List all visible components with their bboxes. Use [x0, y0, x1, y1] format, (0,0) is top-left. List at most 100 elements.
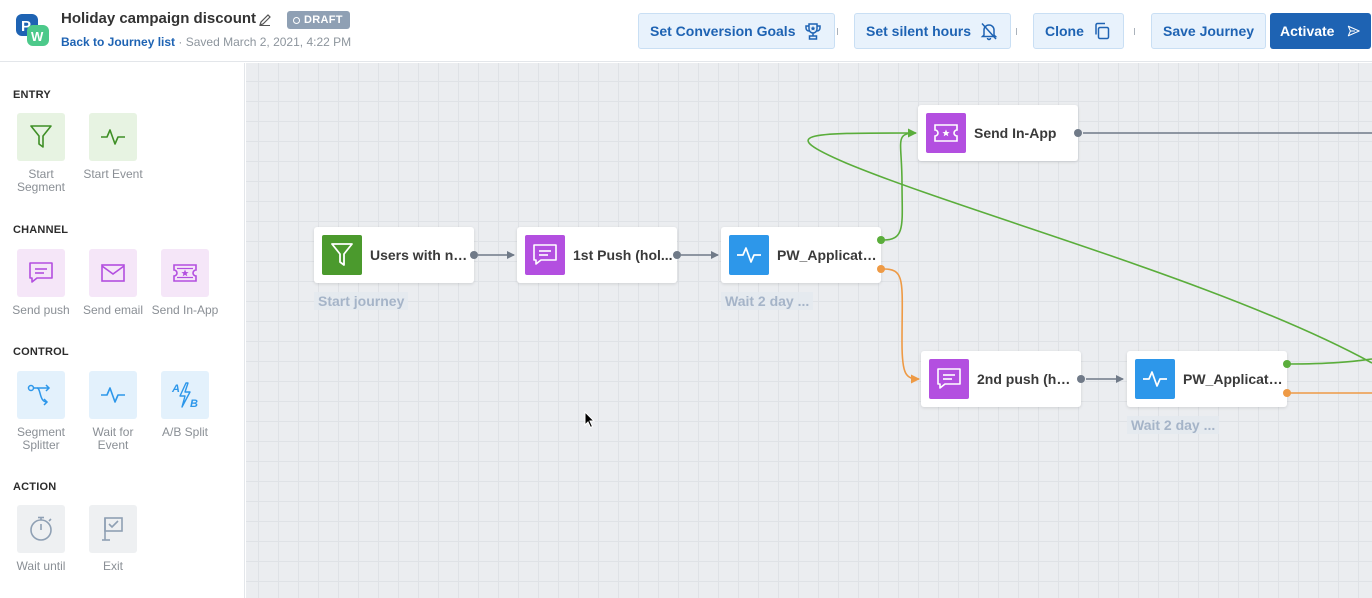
- section-title-action: ACTION: [13, 481, 57, 493]
- split-icon: [27, 384, 51, 406]
- edge-loop-back-to-inapp: [807, 132, 1372, 364]
- mouse-cursor-icon: [584, 411, 596, 429]
- node-label: Users with no...: [370, 247, 470, 263]
- pulse-icon: [101, 387, 125, 403]
- tool-ab-split[interactable]: A B A/B Split: [149, 371, 221, 439]
- save-journey-label: Save Journey: [1163, 23, 1255, 39]
- save-journey-button[interactable]: Save Journey: [1151, 13, 1267, 49]
- back-to-journey-list-link[interactable]: Back to Journey list: [61, 35, 176, 49]
- trophy-icon: [805, 23, 822, 40]
- pencil-icon[interactable]: [258, 13, 272, 27]
- node-label: 1st Push (hol...: [573, 247, 673, 263]
- activate-button[interactable]: Activate: [1270, 13, 1371, 49]
- set-silent-hours-button[interactable]: Set silent hours: [854, 13, 1012, 49]
- header-divider: [837, 28, 838, 35]
- tool-label: Send In-App: [151, 303, 219, 317]
- tool-label: Exit: [102, 559, 123, 573]
- svg-text:A: A: [171, 383, 180, 395]
- node-caption: Start journey: [314, 292, 409, 310]
- copy-icon: [1095, 22, 1110, 40]
- tool-wait-until[interactable]: Wait until: [5, 505, 77, 573]
- tool-label: Segment Splitter: [16, 425, 66, 452]
- tool-exit[interactable]: Exit: [77, 505, 149, 573]
- tool-label: Wait until: [16, 559, 66, 573]
- node-label: PW_Applicati...: [1183, 371, 1283, 387]
- message-icon: [533, 244, 557, 265]
- envelope-icon: [101, 264, 125, 282]
- node-label: PW_Applicati...: [777, 247, 877, 263]
- clone-button[interactable]: Clone: [1033, 13, 1124, 49]
- pushwoosh-logo-icon: P W: [16, 14, 49, 46]
- edge-wait2-yes-loop: [1287, 358, 1372, 365]
- node-caption: Wait 2 day ...: [721, 292, 814, 310]
- flag-icon: [102, 517, 123, 541]
- tool-label: Start Event: [83, 167, 143, 181]
- journey-title: Holiday campaign discount: [61, 10, 257, 27]
- output-port-yes[interactable]: [877, 236, 885, 244]
- tool-start-segment[interactable]: Start Segment: [5, 113, 77, 194]
- section-title-control: CONTROL: [13, 346, 69, 358]
- tool-label: Send push: [12, 303, 70, 317]
- section-title-channel: CHANNEL: [13, 224, 69, 236]
- output-port[interactable]: [1074, 129, 1082, 137]
- output-port[interactable]: [1077, 375, 1085, 383]
- node-wait-for-event-1[interactable]: PW_Applicati...: [721, 227, 881, 283]
- activate-label: Activate: [1280, 23, 1335, 39]
- ticket-star-icon: [173, 264, 197, 282]
- header-bar: P W Holiday campaign discount DRAFT Back…: [0, 0, 1372, 62]
- node-caption: Wait 2 day ...: [1127, 416, 1220, 434]
- pulse-icon: [101, 129, 125, 145]
- svg-text:W: W: [31, 29, 44, 44]
- funnel-icon: [331, 243, 353, 266]
- node-label: 2nd push (hol...: [977, 371, 1077, 387]
- message-icon: [937, 368, 961, 389]
- svg-text:P: P: [21, 18, 31, 35]
- status-dot-icon: [293, 16, 300, 24]
- pulse-icon: [1143, 371, 1167, 387]
- set-silent-hours-label: Set silent hours: [866, 23, 972, 39]
- svg-text:B: B: [190, 398, 198, 409]
- pulse-icon: [737, 247, 761, 263]
- node-label: Send In-App: [974, 125, 1057, 141]
- ticket-star-icon: [934, 124, 958, 142]
- header-divider: [1016, 28, 1017, 35]
- output-port[interactable]: [470, 251, 478, 259]
- tool-send-push[interactable]: Send push: [5, 249, 77, 317]
- set-conversion-goals-button[interactable]: Set Conversion Goals: [638, 13, 836, 49]
- tool-start-event[interactable]: Start Event: [77, 113, 149, 181]
- output-port-no[interactable]: [1283, 389, 1291, 397]
- node-second-push[interactable]: 2nd push (hol...: [921, 351, 1081, 407]
- message-icon: [29, 262, 53, 283]
- tool-send-in-app[interactable]: Send In-App: [149, 249, 221, 317]
- output-port[interactable]: [673, 251, 681, 259]
- set-conversion-goals-label: Set Conversion Goals: [650, 23, 796, 39]
- tool-label: Send email: [82, 303, 144, 317]
- bell-off-icon: [980, 22, 998, 41]
- status-badge-label: DRAFT: [304, 14, 343, 26]
- tool-label: Wait for Event: [92, 425, 134, 452]
- edge-wait1-yes-to-inapp: [883, 128, 917, 241]
- send-arrow-icon: [1348, 25, 1361, 37]
- node-first-push[interactable]: 1st Push (hol...: [517, 227, 677, 283]
- tool-wait-for-event[interactable]: Wait for Event: [77, 371, 149, 452]
- clone-label: Clone: [1045, 23, 1084, 39]
- output-port-yes[interactable]: [1283, 360, 1291, 368]
- saved-timestamp: · Saved March 2, 2021, 4:22 PM: [175, 35, 352, 49]
- tool-send-email[interactable]: Send email: [77, 249, 149, 317]
- breadcrumb: Back to Journey list · Saved March 2, 20…: [61, 35, 351, 49]
- funnel-icon: [30, 125, 52, 148]
- connection-lines: [478, 128, 1372, 394]
- node-send-in-app[interactable]: Send In-App: [918, 105, 1078, 161]
- ab-split-icon: A B: [171, 382, 198, 409]
- tool-segment-splitter[interactable]: Segment Splitter: [5, 371, 77, 452]
- tool-label: A/B Split: [161, 425, 209, 439]
- tool-label: Start Segment: [16, 167, 66, 194]
- section-title-entry: ENTRY: [13, 89, 51, 101]
- node-wait-for-event-2[interactable]: PW_Applicati...: [1127, 351, 1287, 407]
- node-start-segment[interactable]: Users with no...: [314, 227, 474, 283]
- edge-wait1-no-to-push2: [883, 268, 920, 384]
- header-divider: [1134, 28, 1135, 35]
- journey-canvas[interactable]: Users with no... Start journey 1st Push …: [246, 63, 1372, 598]
- output-port-no[interactable]: [877, 265, 885, 273]
- element-palette-sidebar: ENTRY Start Segment Start Event CHANNEL …: [0, 63, 245, 598]
